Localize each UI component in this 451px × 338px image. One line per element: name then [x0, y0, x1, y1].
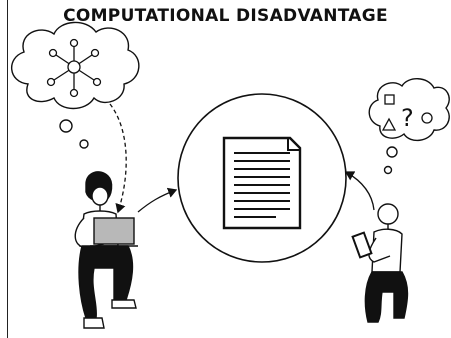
- person-with-laptop: [74, 171, 138, 329]
- document-icon: [222, 136, 302, 230]
- network-graph-icon: [46, 38, 102, 98]
- question-mark-icon: ?: [401, 104, 414, 132]
- dashed-thought-connector: [109, 103, 127, 214]
- left-border-line: [7, 0, 8, 338]
- person-with-tablet: [351, 203, 409, 323]
- arrow-right-to-circle: [344, 171, 375, 211]
- tablet: [351, 231, 373, 259]
- figure-title: COMPUTATIONAL DISADVANTAGE: [63, 6, 388, 26]
- arrow-left-to-circle: [137, 187, 178, 213]
- geometric-shapes-icon: [381, 94, 433, 131]
- laptop-screen: [93, 217, 135, 245]
